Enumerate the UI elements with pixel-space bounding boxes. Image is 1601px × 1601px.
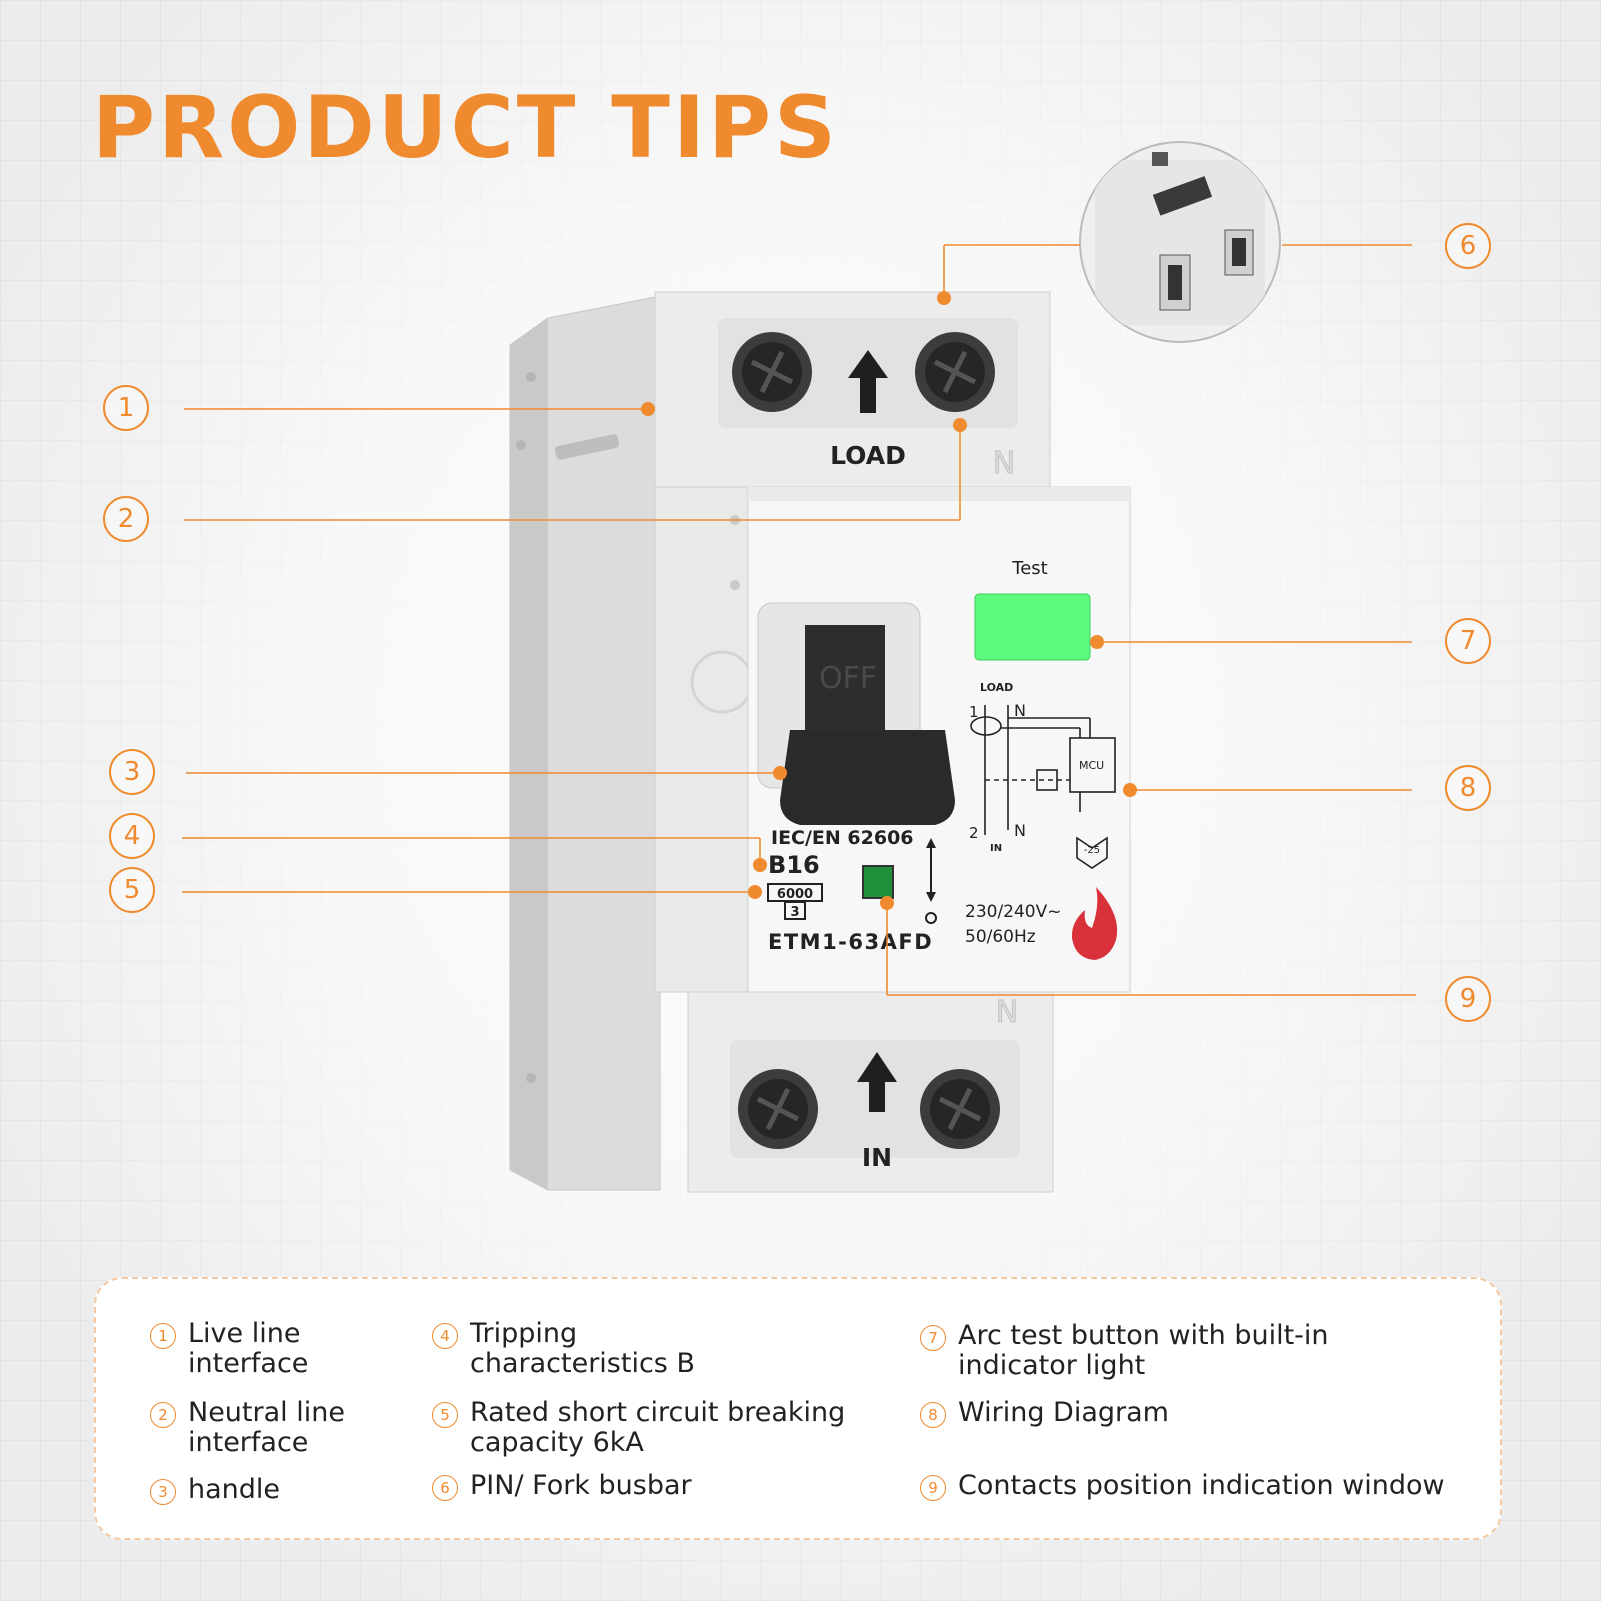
load-label: LOAD (830, 441, 906, 470)
diagram-n-top: N (1014, 701, 1026, 720)
legend-item-3: 3 handle (150, 1475, 280, 1505)
diagram-two: 2 (969, 824, 979, 842)
legend-item-9: 9 Contacts position indication window (920, 1471, 1445, 1501)
callout-1: 1 (103, 385, 149, 431)
legend-number: 7 (920, 1325, 946, 1351)
test-label: Test (1011, 558, 1047, 579)
page-title: PRODUCT TIPS (92, 78, 839, 178)
breaker-device: LOAD N OFF Test IEC/EN 62606 B16 6000 3 … (509, 291, 1131, 1193)
trip-curve-text: B16 (768, 851, 820, 879)
test-button[interactable] (974, 593, 1091, 661)
diagram-mcu: MCU (1079, 759, 1104, 772)
diagram-one: 1 (969, 703, 979, 721)
wiring-diagram (970, 705, 1116, 869)
neutral-mark-top: N (993, 446, 1015, 481)
busbar-detail-inset (1079, 141, 1281, 343)
standard-text: IEC/EN 62606 (771, 827, 914, 849)
neutral-mark-bottom: N (996, 995, 1018, 1030)
frequency-text: 50/60Hz (965, 927, 1036, 947)
voltage-text: 230/240V~ (965, 902, 1062, 922)
legend-text: Arc test button with built-in indicator … (958, 1320, 1329, 1381)
callout-2: 2 (103, 496, 149, 542)
legend-number: 9 (920, 1475, 946, 1501)
callout-3: 3 (109, 749, 155, 795)
legend-item-1: 1 Live line interface (150, 1319, 308, 1379)
legend-item-4: 4 Tripping characteristics B (432, 1319, 695, 1379)
legend-panel: 1 Live line interface 2 Neutral line int… (94, 1277, 1502, 1540)
diagram-in: IN (990, 843, 1002, 854)
legend-item-7: 7 Arc test button with built-in indicato… (920, 1321, 1329, 1381)
legend-text: handle (188, 1474, 281, 1505)
legend-text: Wiring Diagram (958, 1397, 1169, 1428)
callout-4: 4 (109, 813, 155, 859)
in-label: IN (862, 1143, 892, 1172)
callout-8: 8 (1445, 765, 1491, 811)
capacity-text: 6000 (777, 887, 813, 902)
callout-6: 6 (1445, 223, 1491, 269)
diagram-temp: -25 (1084, 845, 1100, 856)
legend-text: Neutral line interface (188, 1397, 345, 1458)
class-number-text: 3 (790, 905, 799, 920)
legend-number: 6 (432, 1475, 458, 1501)
fire-icon (1071, 887, 1118, 960)
callout-lines (182, 244, 1416, 996)
legend-item-5: 5 Rated short circuit breaking capacity … (432, 1398, 845, 1458)
legend-text: Contacts position indication window (958, 1470, 1445, 1501)
callout-9: 9 (1445, 976, 1491, 1022)
legend-item-8: 8 Wiring Diagram (920, 1398, 1169, 1428)
handle-off-text: OFF (819, 661, 877, 696)
arrow-up-icon (848, 350, 888, 413)
callout-dots (641, 291, 1137, 910)
callout-5: 5 (109, 867, 155, 913)
legend-item-2: 2 Neutral line interface (150, 1398, 345, 1458)
legend-text: Live line interface (188, 1318, 309, 1379)
diagram-load: LOAD (980, 681, 1013, 694)
callout-7: 7 (1445, 618, 1491, 664)
legend-text: PIN/ Fork busbar (470, 1470, 692, 1501)
model-text: ETM1-63AFD (768, 930, 933, 954)
legend-number: 5 (432, 1402, 458, 1428)
indicator-window (862, 865, 894, 899)
arrow-up-icon (857, 1052, 897, 1112)
legend-text: Tripping characteristics B (470, 1318, 695, 1379)
legend-text: Rated short circuit breaking capacity 6k… (470, 1397, 846, 1458)
legend-number: 1 (150, 1323, 176, 1349)
legend-number: 3 (150, 1479, 176, 1505)
legend-number: 4 (432, 1323, 458, 1349)
legend-number: 2 (150, 1402, 176, 1428)
legend-item-6: 6 PIN/ Fork busbar (432, 1471, 692, 1501)
handle[interactable] (780, 730, 955, 825)
diagram-n-bottom: N (1014, 821, 1026, 840)
legend-number: 8 (920, 1402, 946, 1428)
